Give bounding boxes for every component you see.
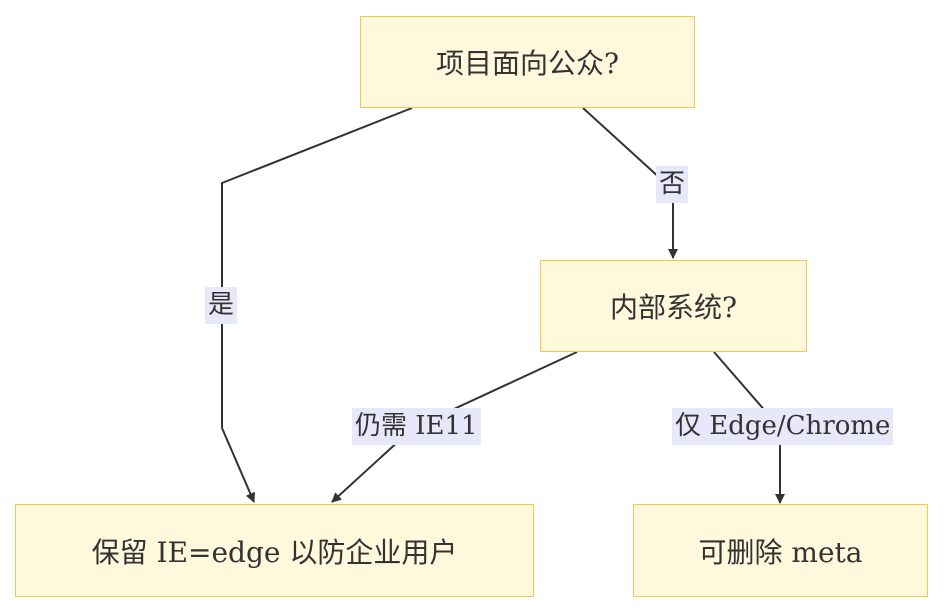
edge-label-edge-chrome-only: 仅 Edge/Chrome xyxy=(672,408,894,445)
node-remove-meta-text: 可删除 meta xyxy=(698,535,863,569)
node-public-question-text: 项目面向公众? xyxy=(435,47,619,80)
edge-label-still-need-ie11: 仍需 IE11 xyxy=(352,408,481,445)
edge-label-yes: 是 xyxy=(205,287,238,324)
node-internal-question: 内部系统? xyxy=(540,260,807,352)
node-internal-question-text: 内部系统? xyxy=(609,291,737,324)
edge-label-no: 否 xyxy=(656,166,689,203)
node-keep-meta-text: 保留 IE=edge 以防企业用户 xyxy=(91,535,458,569)
node-remove-meta: 可删除 meta xyxy=(633,504,928,597)
node-public-question: 项目面向公众? xyxy=(360,16,695,108)
node-keep-meta: 保留 IE=edge 以防企业用户 xyxy=(15,504,534,597)
